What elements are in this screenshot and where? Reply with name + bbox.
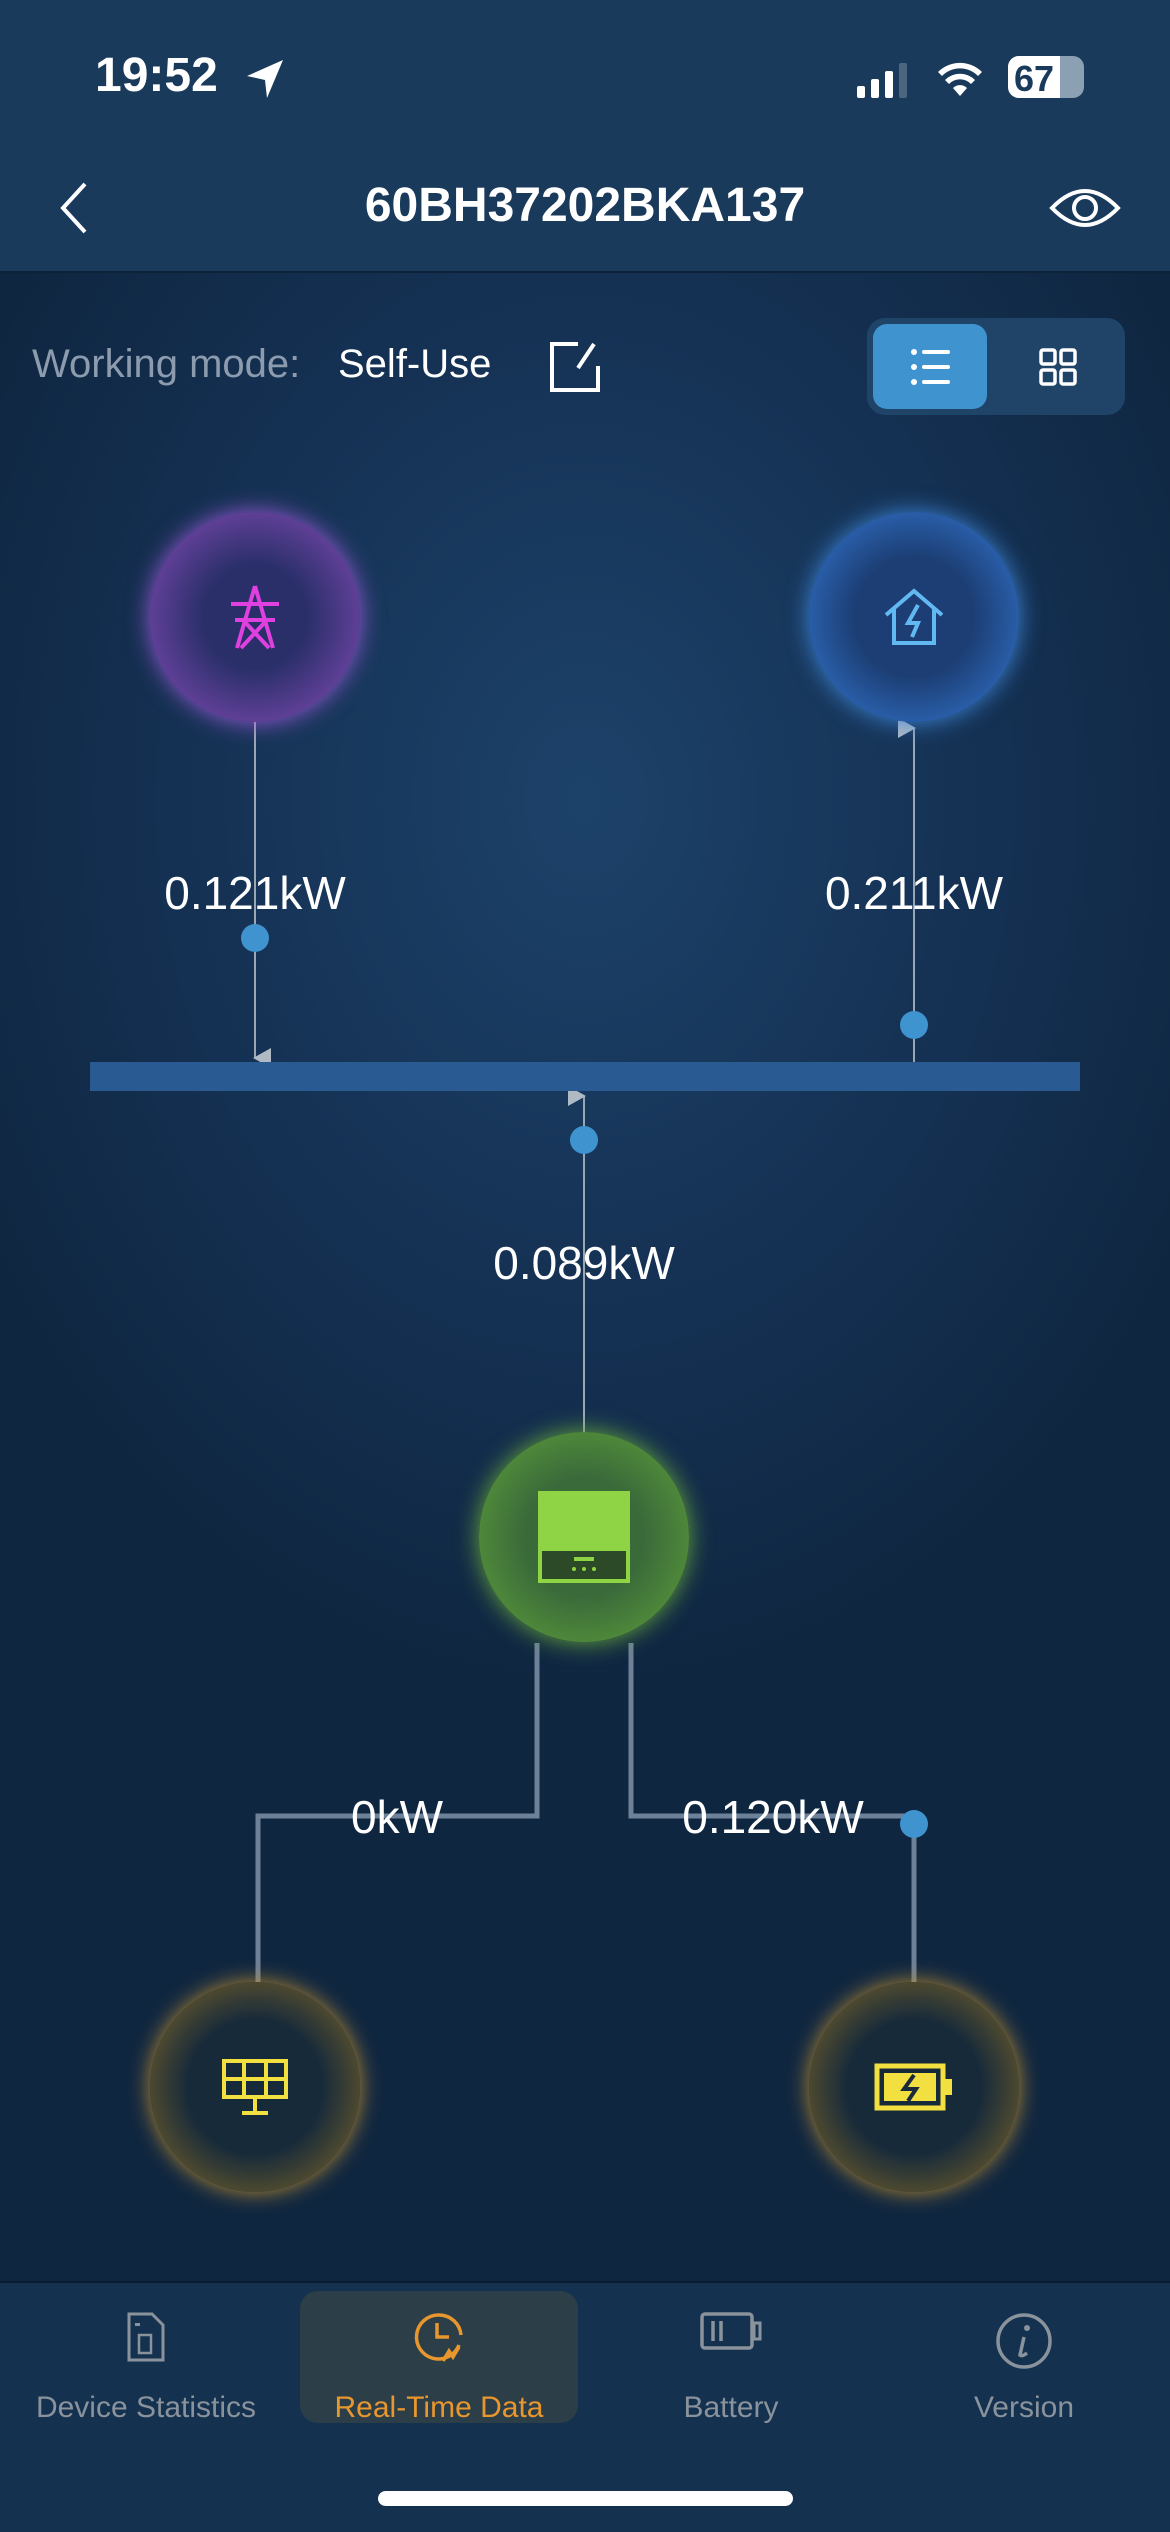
eye-icon[interactable] — [1048, 180, 1122, 236]
home-power-icon — [884, 588, 944, 645]
battery-node[interactable] — [809, 1982, 1019, 2192]
signal-icon — [857, 63, 907, 98]
tab-bar: Device Statistics Real-Time Data Battery… — [0, 2281, 1170, 2532]
solar-node[interactable] — [150, 1982, 360, 2192]
view-toggle — [867, 318, 1125, 415]
inverter-node[interactable] — [479, 1432, 689, 1642]
battery-power-value: 0.120kW — [682, 1791, 864, 1843]
battery-charging-icon — [874, 2063, 952, 2111]
back-icon[interactable] — [55, 180, 95, 236]
tab-device-statistics[interactable]: Device Statistics — [0, 2291, 292, 2424]
solar-flow-line — [255, 1643, 540, 1982]
tab-real-time-data[interactable]: Real-Time Data — [300, 2291, 578, 2424]
document-icon — [127, 2312, 165, 2362]
battery-indicator: 67 — [1008, 56, 1084, 98]
clock-chart-icon — [414, 2313, 463, 2362]
grid-power-value: 0.121kW — [164, 867, 346, 919]
info-icon — [996, 2313, 1052, 2369]
location-icon — [247, 60, 283, 98]
home-power-value: 0.211kW — [824, 867, 1004, 919]
battery-icon — [700, 2312, 762, 2350]
header: 60BH37202BKA137 — [0, 140, 1170, 273]
grid-flow-dot — [241, 924, 269, 952]
inverter-flow-dot — [570, 1126, 598, 1154]
battery-flow-line — [628, 1643, 917, 1982]
grid-node[interactable] — [150, 512, 360, 722]
power-tower-icon — [231, 585, 279, 650]
solar-panel-icon — [222, 2059, 288, 2115]
edit-icon[interactable] — [548, 340, 602, 394]
page-title: 60BH37202BKA137 — [364, 179, 806, 232]
tab-version[interactable]: Version — [878, 2291, 1170, 2424]
working-mode-value: Self-Use — [338, 342, 492, 386]
solar-power-value: 0kW — [351, 1791, 443, 1843]
battery-flow-dot — [900, 1810, 928, 1838]
tab-battery[interactable]: Battery — [586, 2291, 876, 2424]
home-indicator — [378, 2491, 793, 2506]
home-flow-dot — [900, 1011, 928, 1039]
status-time: 19:52 — [95, 49, 218, 102]
bus-bar — [90, 1062, 1080, 1091]
inverter-icon — [538, 1491, 630, 1583]
wifi-icon — [938, 62, 982, 96]
inverter-power-value: 0.089kW — [493, 1237, 675, 1289]
list-view-button[interactable] — [873, 324, 987, 409]
energy-flow-lines — [90, 718, 1080, 1982]
working-mode-label: Working mode: — [32, 342, 301, 386]
status-bar: 19:52 67 — [0, 0, 1170, 140]
grid-view-icon[interactable] — [1039, 348, 1077, 386]
list-icon — [911, 349, 950, 385]
home-node[interactable] — [809, 512, 1019, 722]
